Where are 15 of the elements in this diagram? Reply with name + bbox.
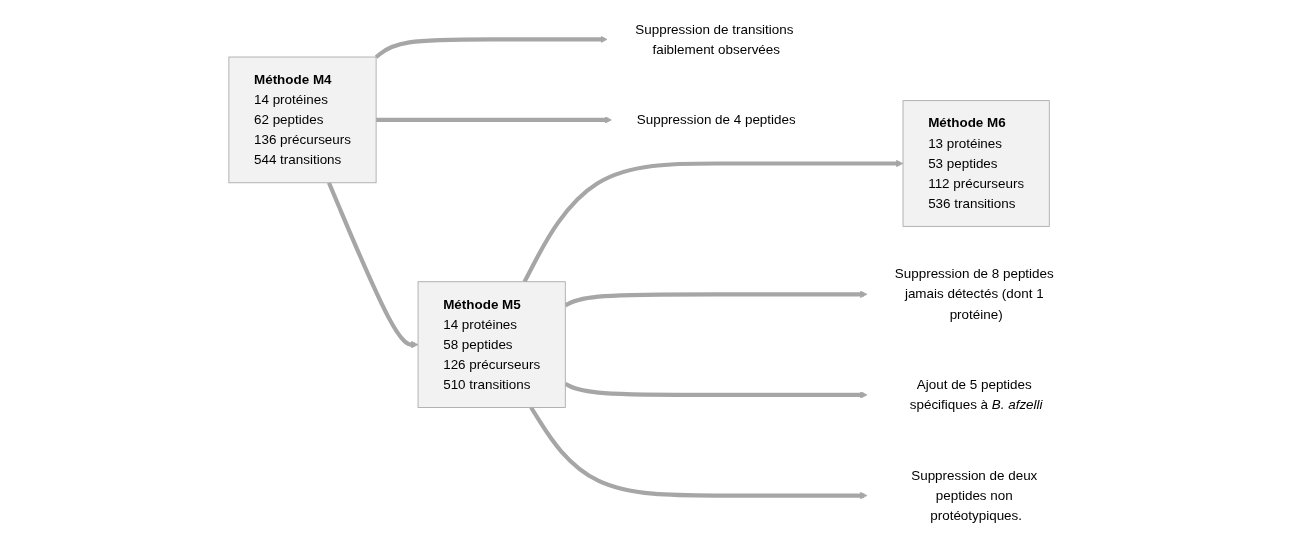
arrow <box>374 35 608 59</box>
node-box: Méthode M6 13 protéines 53 peptides 112 précurseurs 536 transitions <box>902 100 1050 227</box>
arrow <box>564 381 868 399</box>
node-text: Suppression de 8 peptides jamais détectés (dont 1 protéine) <box>894 266 1054 322</box>
node-text: Suppression de transitions faiblement observées <box>635 21 794 57</box>
arrow <box>564 290 868 308</box>
arrow <box>327 181 419 349</box>
arrow <box>529 406 868 500</box>
node-box: Méthode M4 14 protéines 62 peptides 136 précurseurs 544 transitions <box>228 56 377 184</box>
node-box: Méthode M5 14 protéines 58 peptides 126 précurseurs 510 transitions <box>417 281 566 408</box>
node-text: Ajout de 5 peptides spécifiques à B. afzelli <box>909 377 1043 412</box>
node-text: Suppression de 4 peptides <box>636 112 796 127</box>
arrow <box>522 159 904 283</box>
arrow <box>376 116 612 124</box>
node-text: Suppression de deux peptides non protéotypiques. <box>911 467 1038 523</box>
